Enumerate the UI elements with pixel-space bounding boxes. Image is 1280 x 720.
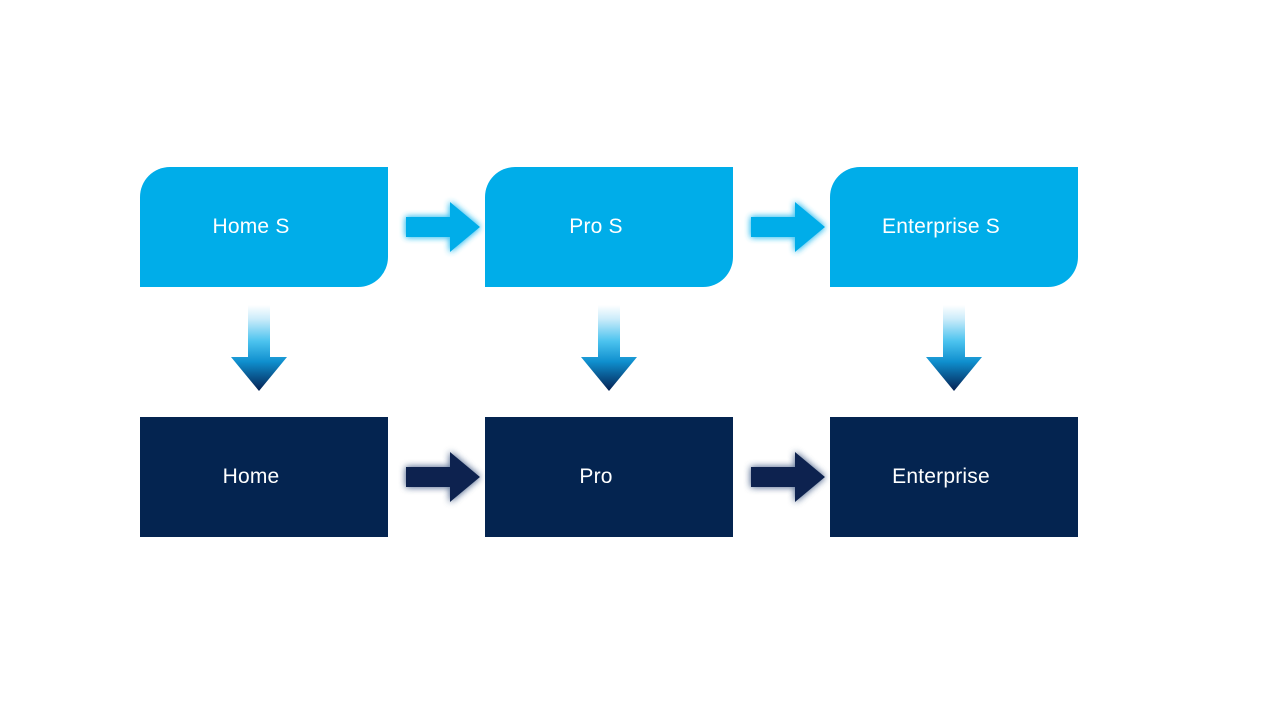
node-home[interactable]: Home — [140, 417, 388, 537]
arrow-right-home-to-pro — [404, 448, 482, 506]
node-label: Pro S — [569, 215, 623, 239]
node-label: Home — [222, 465, 280, 489]
node-enterprise-s[interactable]: Enterprise S — [830, 167, 1078, 287]
node-label: Enterprise — [892, 465, 990, 489]
node-label: Pro — [579, 465, 613, 489]
arrow-right-home-s-to-pro-s — [404, 198, 482, 256]
node-label: Home S — [212, 215, 290, 239]
node-enterprise[interactable]: Enterprise — [830, 417, 1078, 537]
arrow-down-home-s-to-home — [228, 305, 290, 395]
node-pro[interactable]: Pro — [485, 417, 733, 537]
arrow-down-enterprise-s-to-enterprise — [923, 305, 985, 395]
node-pro-s[interactable]: Pro S — [485, 167, 733, 287]
node-label: Enterprise S — [882, 215, 1000, 239]
node-home-s[interactable]: Home S — [140, 167, 388, 287]
arrow-down-pro-s-to-pro — [578, 305, 640, 395]
arrow-right-pro-to-enterprise — [749, 448, 827, 506]
arrow-right-pro-s-to-enterprise-s — [749, 198, 827, 256]
